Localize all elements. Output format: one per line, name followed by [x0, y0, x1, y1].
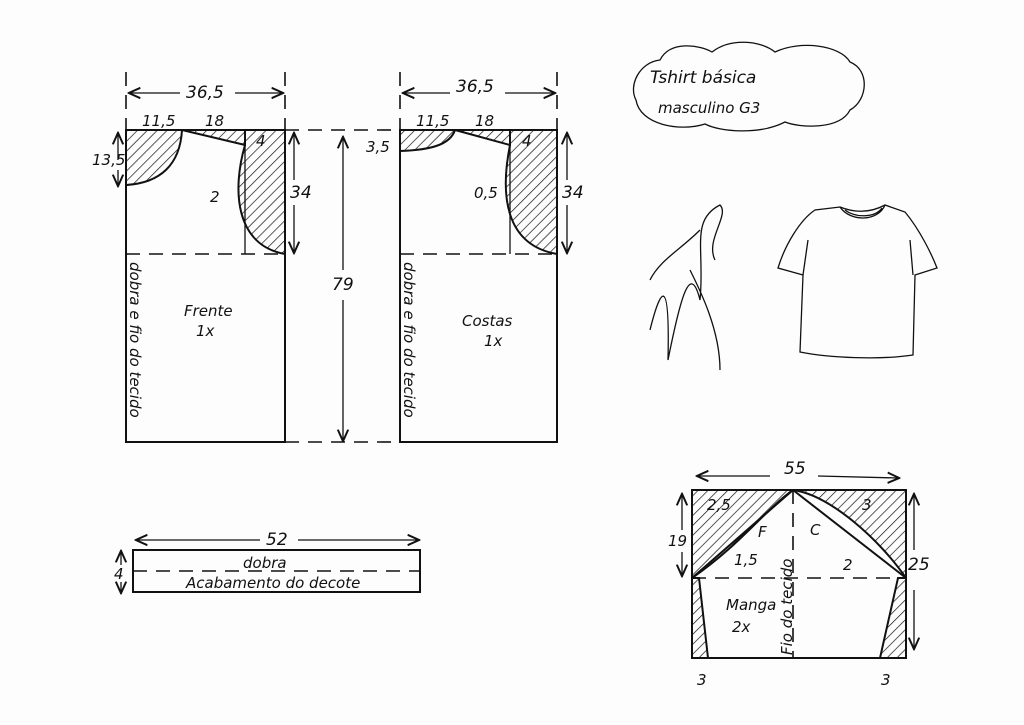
sleeve-qty: 2x	[732, 618, 751, 636]
title-cloud: Tshirt básica masculino G3	[632, 41, 865, 132]
sleeve-grain: Fio do tecido	[778, 559, 796, 655]
neckband-piece: 52 dobra Acabamento do decote 4	[114, 530, 421, 592]
front-armhole-depth: 34	[290, 183, 312, 203]
sleeve-back-curve-out: 3	[862, 496, 872, 514]
back-width: 36,5	[456, 77, 494, 97]
front-piece: 36,5 11,5 18 13,5 4 2 34 Frente 1x dobra…	[92, 72, 312, 443]
front-armhole-curve: 2	[210, 188, 220, 206]
back-piece: 36,5 11,5 18 3,5 4 0,5 34 Costas 1x dobr…	[366, 72, 584, 443]
back-shoulder: 18	[475, 112, 494, 130]
sleeve-front-curve-in: 1,5	[734, 551, 758, 569]
band-height: 4	[114, 565, 124, 583]
sleeve-front-mark: F	[758, 523, 767, 541]
front-neck-width: 11,5	[142, 112, 175, 130]
band-fold: dobra	[243, 554, 287, 572]
length-value: 79	[332, 275, 354, 295]
front-width: 36,5	[186, 83, 224, 103]
sleeve-front-curve-out: 2,5	[707, 496, 731, 514]
back-neck-width: 11,5	[416, 112, 449, 130]
length-dimension: 79	[285, 129, 400, 443]
title-line1: Tshirt básica	[650, 68, 756, 88]
front-fold-label: dobra e fio do tecido	[126, 262, 144, 418]
back-armhole-curve: 0,5	[474, 184, 498, 202]
front-shoulder: 18	[205, 112, 224, 130]
sleeve-hem-left: 3	[697, 671, 707, 689]
back-qty: 1x	[484, 332, 503, 350]
front-qty: 1x	[196, 322, 215, 340]
front-shoulder-drop: 4	[256, 132, 266, 150]
front-name: Frente	[184, 302, 233, 320]
sleeve-piece: 55 2,5 1,5 F C 3 2 19 25 Manga 2x Fio do…	[668, 459, 930, 689]
back-name: Costas	[462, 312, 513, 330]
tshirt-illustration	[777, 204, 938, 359]
band-name: Acabamento do decote	[185, 574, 360, 592]
sleeve-back-mark: C	[810, 521, 821, 539]
title-line2: masculino G3	[658, 99, 760, 117]
signature	[649, 204, 723, 371]
back-armhole-depth: 34	[562, 183, 584, 203]
sleeve-front-cap: 19	[668, 532, 687, 550]
front-neck-depth: 13,5	[92, 151, 125, 169]
sleeve-hem-right: 3	[881, 671, 891, 689]
back-neck-depth: 3,5	[366, 138, 390, 156]
back-fold-label: dobra e fio do tecido	[400, 262, 418, 418]
sleeve-back-cap: 25	[908, 555, 930, 575]
sleeve-width: 55	[784, 459, 806, 479]
sleeve-name: Manga	[726, 596, 776, 614]
band-length: 52	[266, 530, 288, 550]
sleeve-back-curve-in: 2	[843, 556, 853, 574]
back-shoulder-drop: 4	[522, 132, 532, 150]
